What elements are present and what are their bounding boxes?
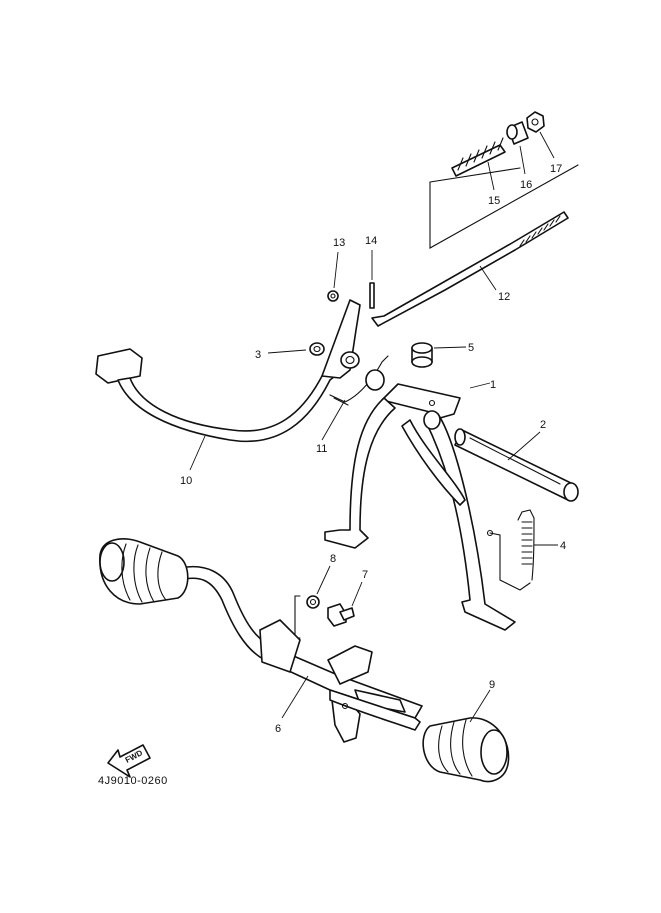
callout-4: 4 [560, 540, 566, 552]
washer-bracket [294, 595, 301, 639]
part-13-washer [327, 290, 339, 302]
part-4-stand-spring [486, 509, 535, 591]
callout-14: 14 [365, 235, 377, 247]
callout-13: 13 [333, 237, 345, 249]
callout-16: 16 [520, 179, 532, 191]
part-5-stopper [411, 342, 433, 368]
fwd-arrow-icon: FWD [107, 744, 151, 778]
part-1-main-stand [324, 369, 516, 631]
part-16-collar [506, 121, 529, 145]
callout-10: 10 [180, 475, 192, 487]
part-7-bolt [327, 603, 355, 627]
kit-bracket [429, 164, 579, 249]
diagram-code: 4J9010-0260 [98, 775, 168, 787]
callout-2: 2 [540, 419, 546, 431]
callout-3: 3 [255, 349, 261, 361]
callout-17: 17 [550, 163, 562, 175]
part-15-spring [451, 137, 506, 177]
part-8-washer [306, 595, 320, 609]
callout-5: 5 [468, 342, 474, 354]
part-12-brake-rod [371, 211, 569, 327]
callout-15: 15 [488, 195, 500, 207]
part-9-footrest-rubber [422, 717, 510, 783]
part-6-footrest-bar [179, 565, 423, 743]
callout-7: 7 [362, 569, 368, 581]
part-2-stand-shaft [454, 428, 579, 502]
callout-12: 12 [498, 291, 510, 303]
callout-1: 1 [490, 379, 496, 391]
footrest-rubber-left [99, 538, 189, 605]
callout-11: 11 [316, 443, 327, 455]
callout-numbers: 1 2 3 4 5 6 7 8 9 10 11 12 13 14 15 16 1… [180, 163, 566, 735]
part-3-circlip [309, 342, 325, 356]
leader-lines [189, 131, 558, 723]
part-11-return-spring [329, 355, 389, 406]
part-14-cotter-pin [369, 282, 375, 309]
callout-6: 6 [275, 723, 281, 735]
part-17-nut [526, 111, 545, 133]
part-10-brake-pedal [95, 299, 361, 443]
callout-9: 9 [489, 679, 495, 691]
callout-8: 8 [330, 553, 336, 565]
